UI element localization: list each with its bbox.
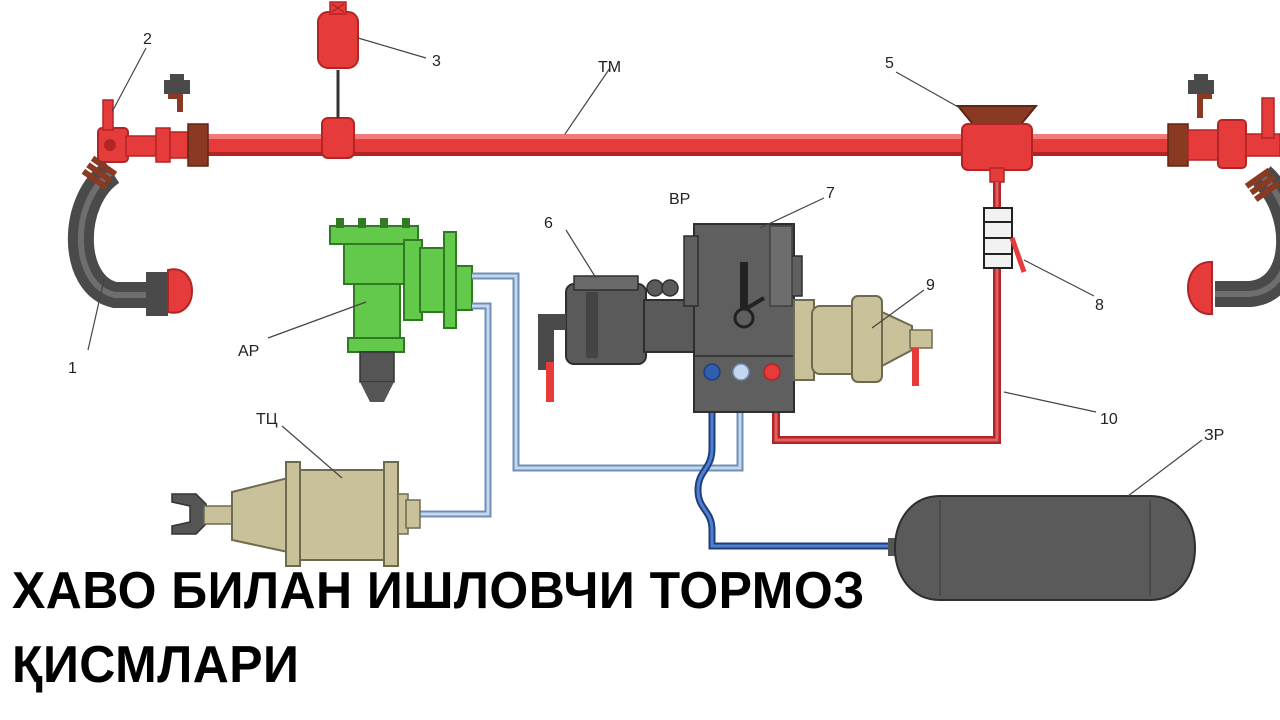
left-hose — [67, 155, 193, 316]
label-3: 3 — [432, 53, 441, 70]
label-tm: ТМ — [598, 59, 621, 76]
label-1: 1 — [68, 360, 77, 377]
right-end-cock — [1167, 74, 1280, 169]
dust-collector-5 — [955, 105, 1039, 183]
brake-main-line — [200, 134, 1190, 156]
cylinder-pipe — [416, 272, 744, 518]
leader-lines — [87, 37, 1203, 497]
auxiliary-reservoir-zr — [888, 495, 1196, 601]
diagram-labels: 1 2 3 ТМ 5 6 ВР 7 8 9 10 АР ТЦ ЗР — [68, 31, 1224, 444]
air-distributor-vr — [538, 223, 933, 413]
label-ar: АР — [238, 343, 259, 360]
label-6: 6 — [544, 215, 553, 232]
caption-line-1: ХАВО БИЛАН ИШЛОВЧИ ТОРМОЗ — [12, 562, 865, 620]
label-2: 2 — [143, 31, 152, 48]
top-valve-3 — [317, 1, 359, 159]
label-tc: ТЦ — [256, 411, 278, 428]
brake-cylinder-tc — [171, 461, 421, 567]
label-10: 10 — [1100, 411, 1118, 428]
label-7: 7 — [826, 185, 835, 202]
label-vr: ВР — [669, 191, 690, 208]
right-hose — [1187, 166, 1280, 316]
auto-regulator-ar — [329, 218, 473, 402]
caption-line-2: ҚИСМЛАРИ — [12, 636, 300, 694]
label-8: 8 — [1095, 297, 1104, 314]
left-end-cock — [97, 74, 209, 167]
label-5: 5 — [885, 55, 894, 72]
reservoir-pipe — [694, 376, 892, 550]
label-zr: ЗР — [1204, 427, 1224, 444]
label-9: 9 — [926, 277, 935, 294]
disconnect-cock-8 — [983, 207, 1027, 273]
